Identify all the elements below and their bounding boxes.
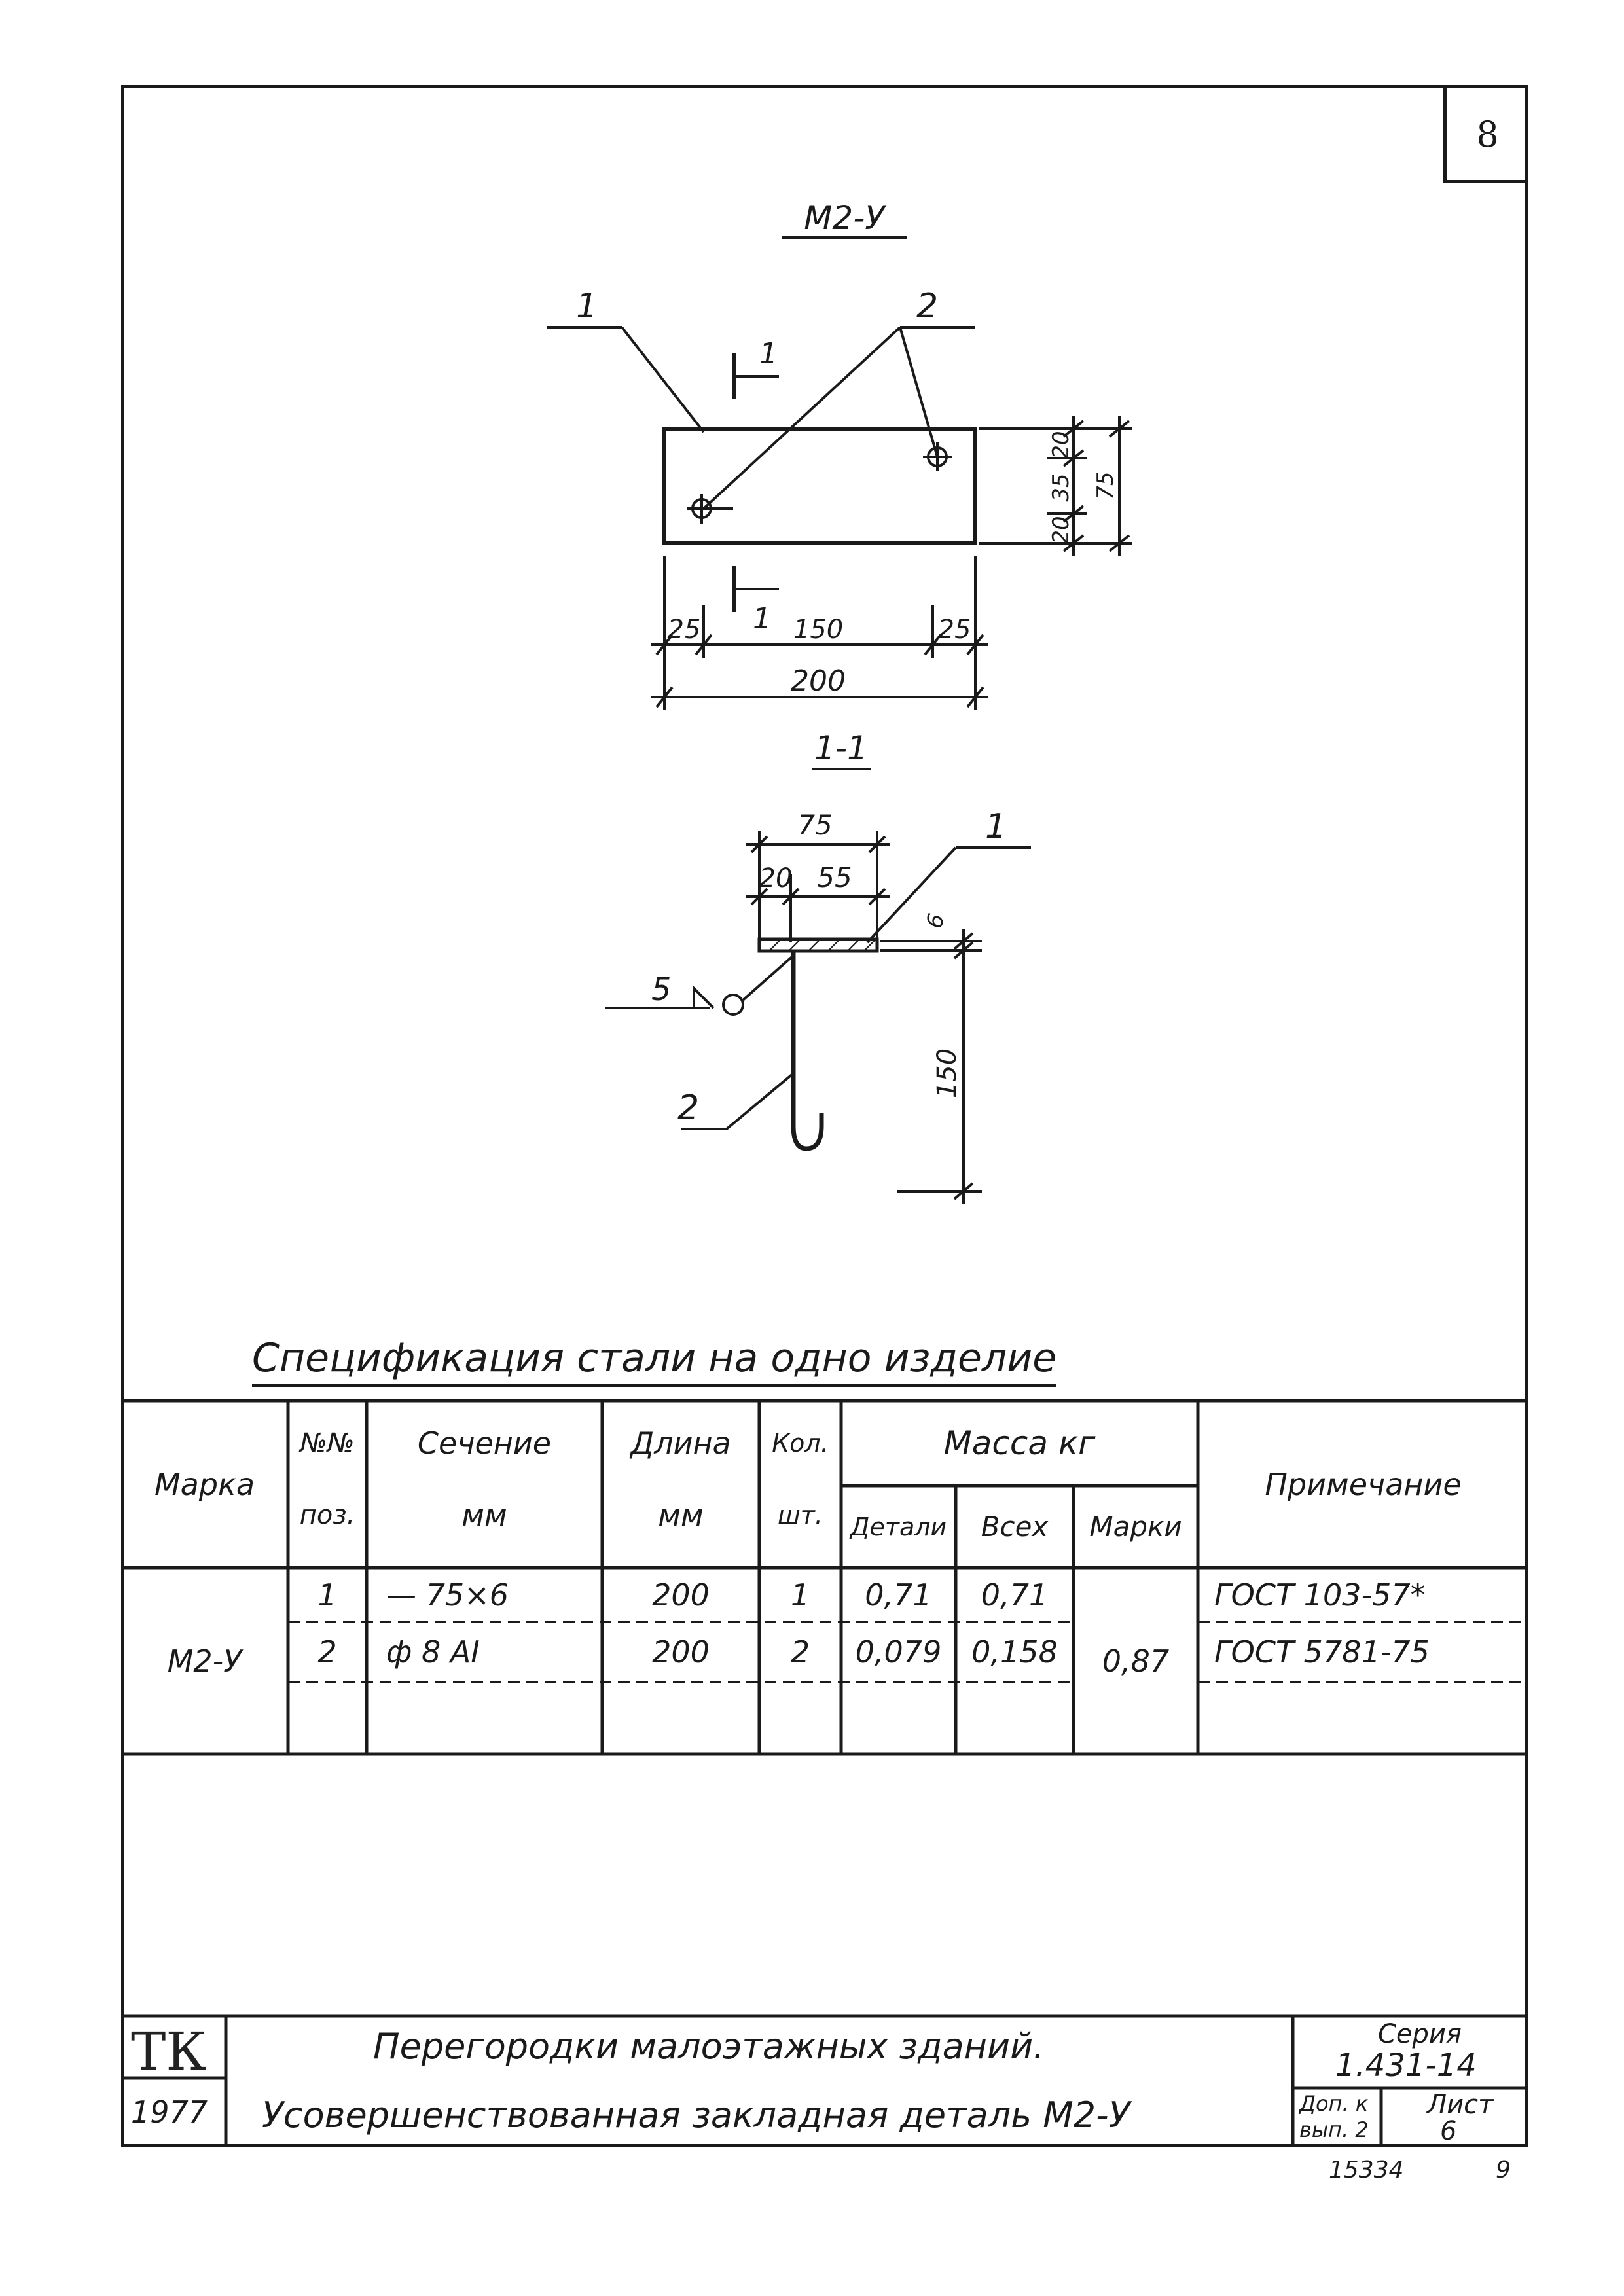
plan-leader-1: 1 (576, 287, 598, 326)
row-2-note: ГОСТ 5781-75 (1214, 1634, 1430, 1670)
sheet-label: Лист (1427, 2090, 1494, 2120)
plan-dim-total: 200 (791, 664, 846, 698)
plan-dim-right: 25 (938, 615, 971, 645)
plan-dim-left: 25 (668, 615, 701, 645)
header-qty-top: Кол. (772, 1429, 829, 1458)
plan-dim-v-mid: 35 (1048, 473, 1074, 501)
title-block-grid (121, 2014, 1528, 2147)
row-1-mass-part: 0,71 (865, 1577, 932, 1613)
spec-table-grid (121, 1399, 1528, 1756)
header-mass-part: Детали (850, 1512, 947, 1541)
row-2-length: 200 (652, 1634, 710, 1670)
row-1-note: ГОСТ 103-57* (1214, 1577, 1426, 1613)
plan-section-mark-bottom: 1 (753, 602, 771, 636)
plan-leader-2: 2 (916, 287, 938, 326)
plan-section-mark-top: 1 (759, 337, 778, 370)
section-dim-b: 55 (817, 861, 852, 893)
spec-title: Спецификация стали на одно изделие (252, 1335, 1057, 1387)
header-qty-bottom: шт. (778, 1501, 823, 1530)
sheet-value: 6 (1440, 2116, 1457, 2146)
header-mass: Масса кг (943, 1424, 1096, 1462)
year: 1977 (131, 2094, 208, 2130)
header-section-top: Сечение (417, 1426, 552, 1461)
header-length-bottom: мм (658, 1498, 704, 1533)
addon-value: вып. 2 (1299, 2117, 1369, 2142)
section-title: 1-1 (814, 729, 868, 767)
section-dim-thickness: 6 (921, 911, 950, 931)
technical-drawing: М2-У 1 2 1 1 25 150 25 200 20 35 20 75 1… (547, 199, 1132, 1204)
header-mass-all: Всех (981, 1511, 1049, 1543)
addon-label: Доп. к (1299, 2091, 1369, 2116)
inventory-number: 15334 (1329, 2157, 1404, 2183)
header-pos-top: №№ (300, 1428, 355, 1458)
series-value: 1.431-14 (1335, 2047, 1477, 2084)
row-2-section: ф 8 АI (386, 1634, 480, 1670)
section-leader-2: 2 (677, 1088, 699, 1128)
plan-dim-v-total: 75 (1092, 471, 1119, 499)
section-dim-a: 20 (759, 863, 793, 893)
title-line-1: Перегородки малоэтажных зданий. (373, 2026, 1045, 2067)
row-2-qty: 2 (790, 1634, 810, 1670)
header-pos-bottom: поз. (299, 1500, 355, 1530)
mark-value: М2-У (167, 1643, 242, 1679)
page-number: 9 (1496, 2157, 1511, 2183)
section-dim-top: 75 (797, 809, 832, 841)
header-mark: Марка (154, 1466, 255, 1502)
header-length-top: Длина (630, 1426, 731, 1461)
title-line-2: Усовершенствованная закладная деталь М2-… (262, 2094, 1130, 2136)
series-label: Серия (1378, 2019, 1462, 2049)
header-note: Примечание (1265, 1466, 1462, 1502)
section-dim-height: 150 (932, 1049, 962, 1098)
header-mass-mark: Марки (1089, 1511, 1182, 1543)
row-1-pos: 1 (317, 1577, 337, 1613)
row-1-mass-all: 0,71 (981, 1577, 1049, 1613)
section-leader-1: 1 (985, 807, 1007, 846)
row-1-qty: 1 (790, 1577, 810, 1613)
plan-dim-v-bottom: 20 (1048, 516, 1074, 544)
logo: ТК (131, 2021, 207, 2082)
row-2-pos: 2 (317, 1634, 337, 1670)
sheet-number: 8 (1476, 113, 1499, 155)
row-1-length: 200 (652, 1577, 710, 1613)
drawing-frame (121, 85, 1528, 2147)
row-1-section: — 75×6 (386, 1577, 509, 1613)
plan-title: М2-У (804, 199, 887, 237)
plan-dim-v-top: 20 (1048, 431, 1074, 459)
weld-label: 5 (651, 971, 672, 1008)
plan-dim-middle: 150 (793, 615, 843, 645)
sheet-number-box: 8 (1443, 88, 1528, 183)
mark-total: 0,87 (1102, 1643, 1170, 1679)
header-section-bottom: мм (461, 1498, 507, 1533)
row-2-mass-all: 0,158 (971, 1634, 1058, 1670)
row-2-mass-part: 0,079 (855, 1634, 942, 1670)
